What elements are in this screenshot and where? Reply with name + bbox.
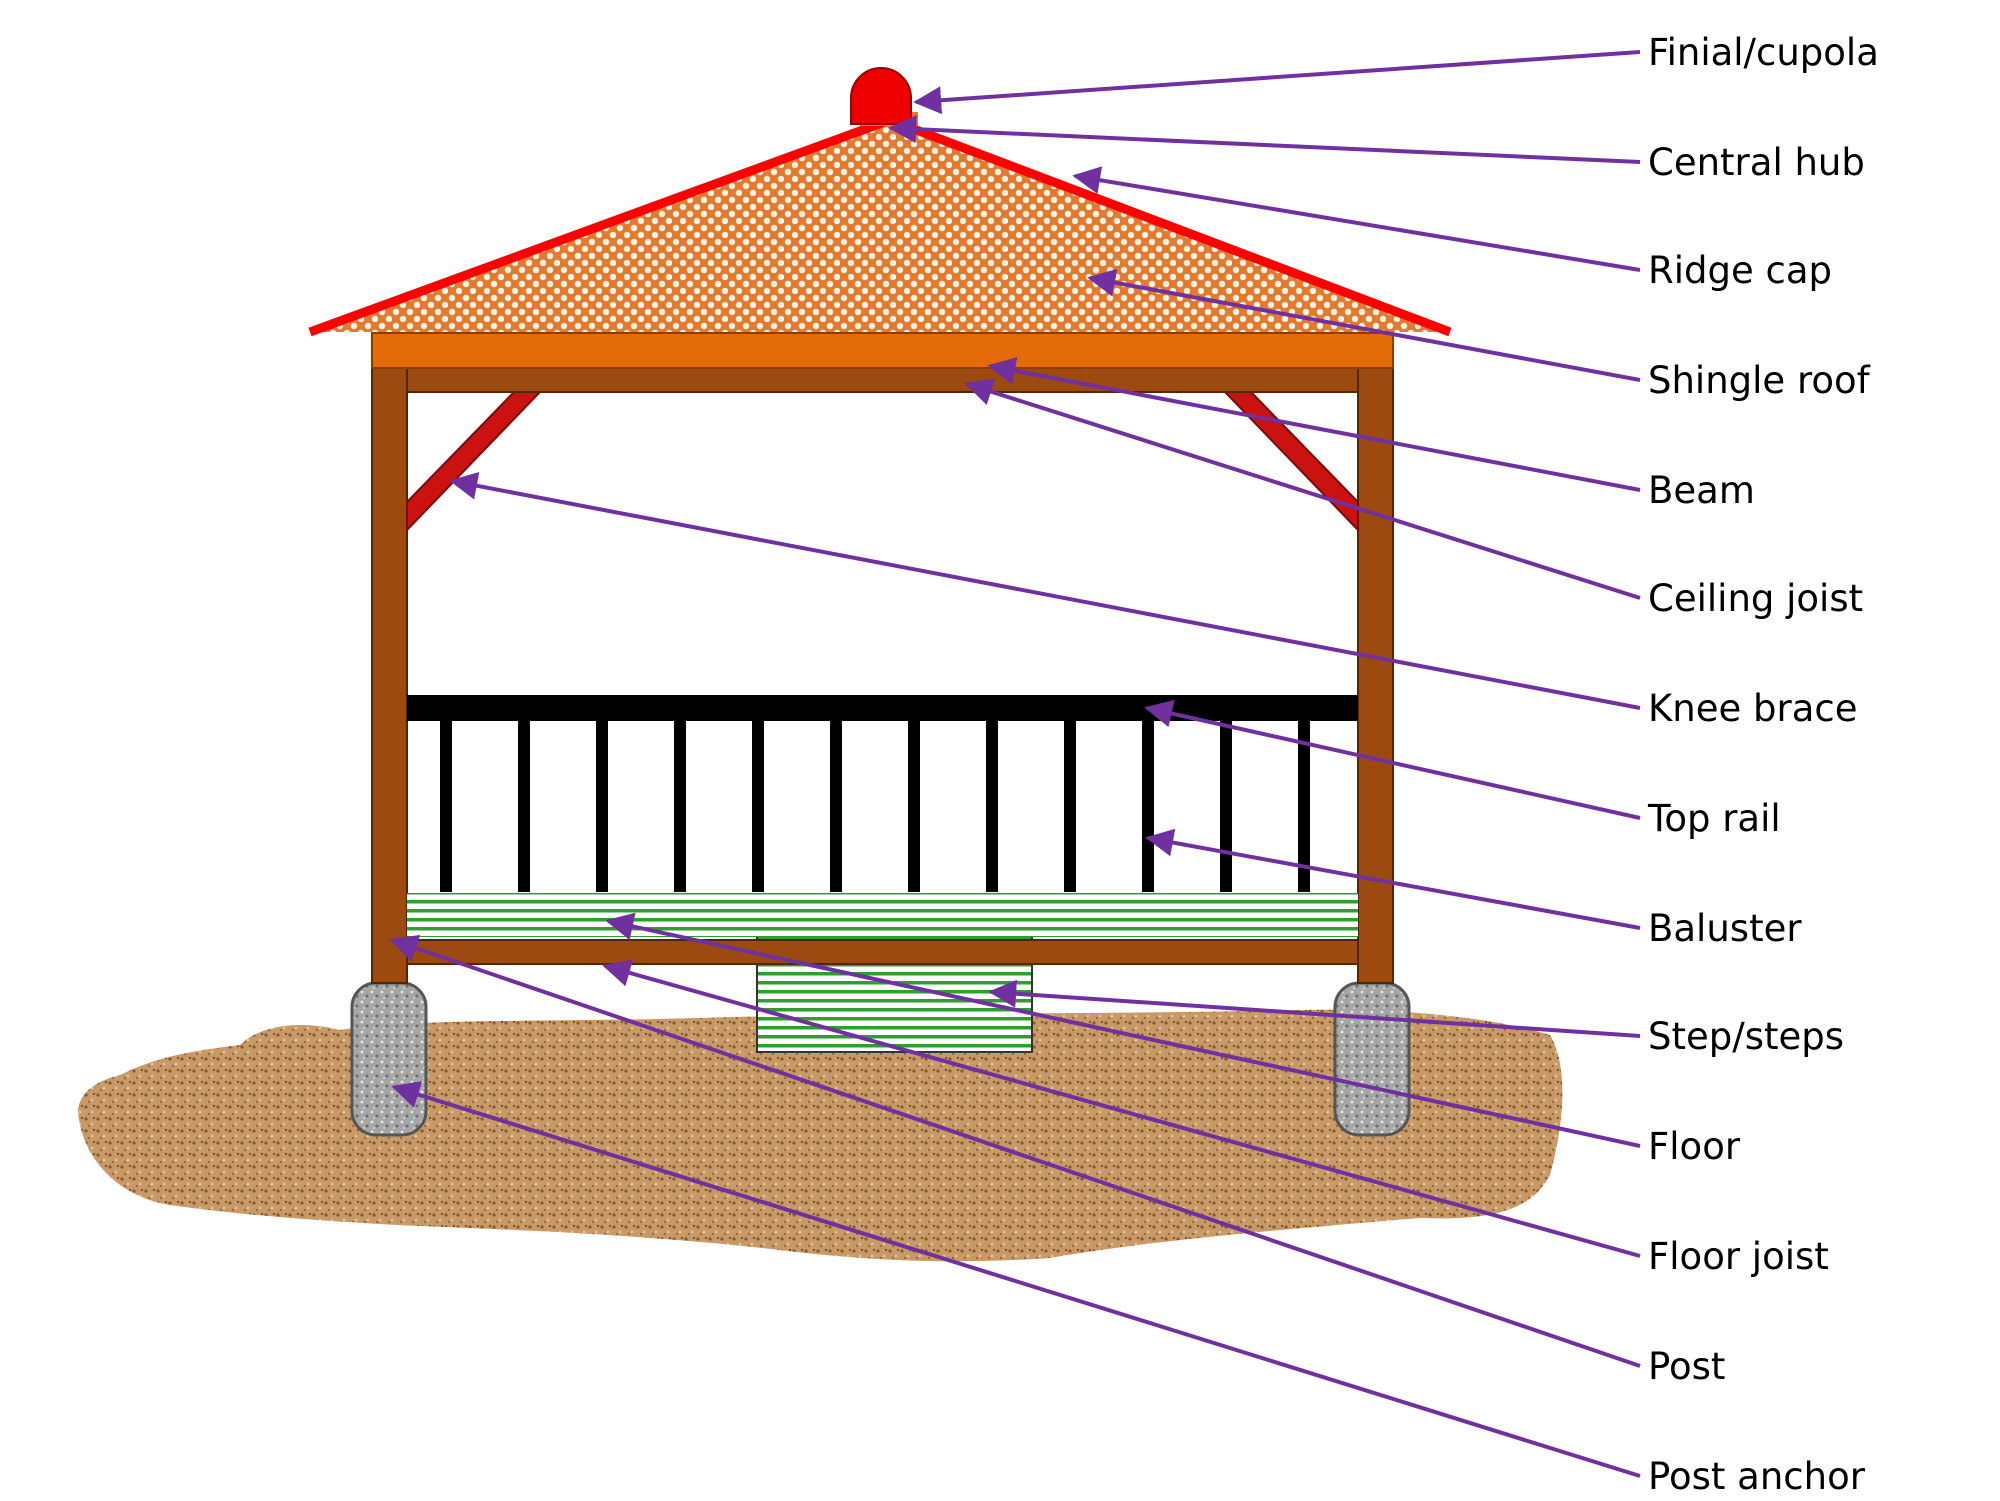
label-floor-joist: Floor joist [1648,1235,1829,1278]
leader-top-rail [1144,699,1641,820]
label-ceiling-joist: Ceiling joist [1648,577,1863,620]
label-beam: Beam [1648,469,1755,512]
post-anchor-right [1333,981,1411,1137]
ground [78,1009,1563,1262]
leader-floor-joist [602,959,1641,1258]
leader-shingle-roof [1087,268,1641,382]
leader-central-hub [888,115,1641,164]
baluster [674,720,686,892]
label-shingle-roof: Shingle roof [1648,359,1871,402]
leader-beam [987,356,1641,492]
knee-brace-left [406,391,543,533]
label-post-anchor: Post anchor [1648,1455,1866,1498]
floor [407,893,1358,937]
beam [406,367,1359,393]
baluster [596,720,608,892]
leader-ceiling-joist [964,378,1641,600]
post-anchor-left [350,981,428,1137]
baluster [752,720,764,892]
label-ridge-cap: Ridge cap [1648,249,1832,292]
leader-post-anchor [391,1081,1641,1478]
baluster [1142,720,1154,892]
label-step-steps: Step/steps [1648,1015,1844,1058]
post-right [1357,367,1394,984]
fascia [371,332,1394,369]
leader-baluster [1145,828,1641,930]
label-floor: Floor [1648,1125,1741,1168]
leader-step-steps [988,979,1641,1038]
baluster [1298,720,1310,892]
finial-cupola [850,67,912,125]
shingle-roof [310,120,1450,332]
balusters [440,720,1310,892]
leader-finial-cupola [913,50,1641,115]
post-left [371,367,408,984]
label-post: Post [1648,1345,1725,1388]
leader-floor [605,912,1641,1148]
leader-lines [389,50,1641,1478]
baluster [518,720,530,892]
baluster [830,720,842,892]
label-top-rail: Top rail [1647,797,1781,840]
top-rail [407,695,1358,721]
baluster [908,720,920,892]
leader-post [389,934,1641,1368]
label-finial-cupola: Finial/cupola [1648,31,1879,74]
labels: Finial/cupola Central hub Ridge cap Shin… [1647,31,1879,1498]
baluster [1064,720,1076,892]
baluster [986,720,998,892]
leader-ridge-cap [1072,166,1641,272]
floor-joist [406,939,1359,965]
baluster [1220,720,1232,892]
label-central-hub: Central hub [1648,141,1865,184]
label-knee-brace: Knee brace [1648,687,1857,730]
baluster [440,720,452,892]
label-baluster: Baluster [1648,907,1802,950]
leader-knee-brace [449,471,1641,710]
